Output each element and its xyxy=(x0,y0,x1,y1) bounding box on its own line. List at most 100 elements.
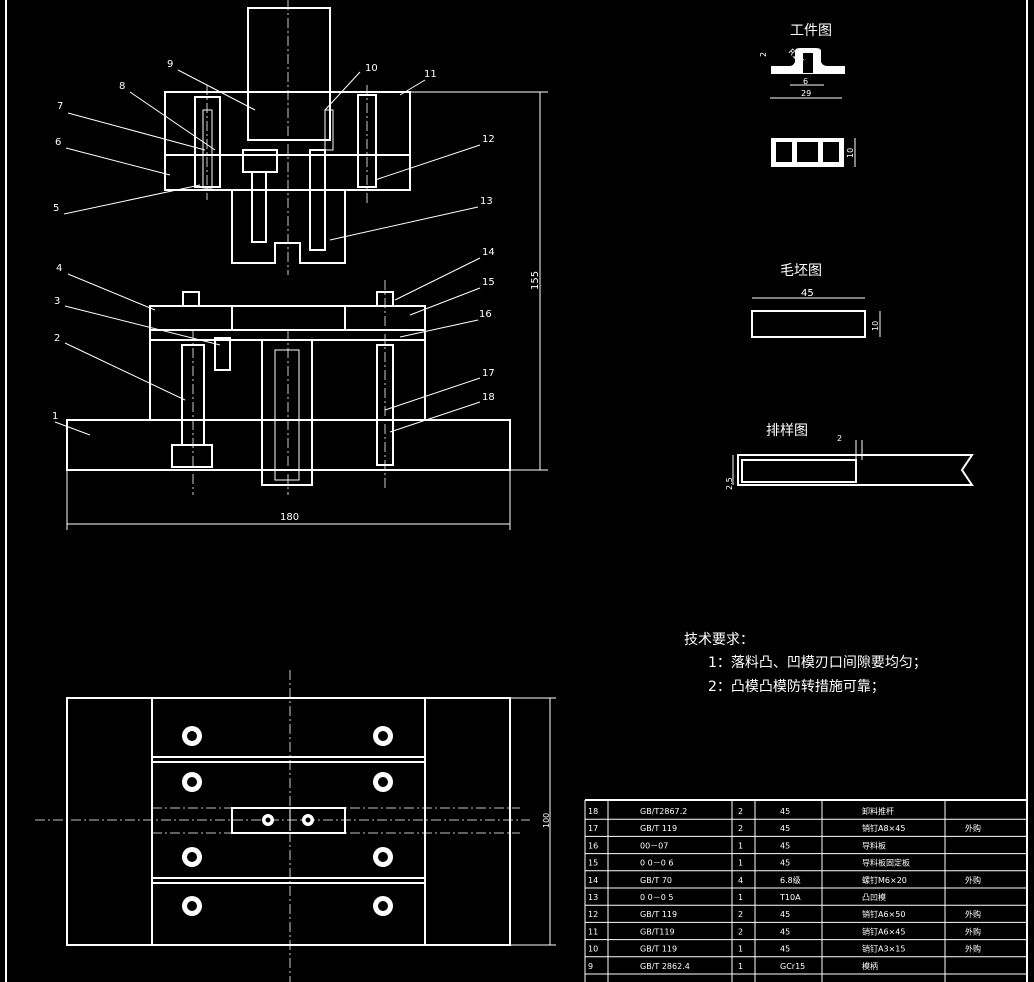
bom-cell-qty: 2 xyxy=(738,824,743,833)
bom-cell-name: 销钉A3×15 xyxy=(862,944,905,954)
punch-die-13 xyxy=(231,190,346,264)
part-number-6: 6 xyxy=(55,137,61,148)
tech-item-2: 2：凸模凸模防转措施可靠； xyxy=(708,679,885,695)
blank-dim-width: 10 xyxy=(871,321,880,331)
bom-cell-no: 14 xyxy=(588,876,598,885)
part-number-2: 2 xyxy=(54,333,60,344)
blank-title: 毛坯图 xyxy=(780,263,822,279)
bom-cell-name: 销钉A6×50 xyxy=(862,909,905,919)
bom-cell-qty: 2 xyxy=(738,910,743,919)
bom-cell-qty: 4 xyxy=(738,876,743,885)
part-number-1: 1 xyxy=(52,411,58,422)
part-numbers: 1 2 3 4 5 6 7 8 9 10 11 12 13 14 15 16 1… xyxy=(52,59,495,422)
bom-cell-note: 外购 xyxy=(965,823,981,833)
blank-view: 毛坯图 45 10 xyxy=(751,263,881,338)
bom-row: 9 GB/T 2862.4 1 GCr15 模柄 xyxy=(585,961,1027,975)
bom-cell-material: 45 xyxy=(780,807,790,816)
bom-cell-no: 11 xyxy=(588,927,598,936)
bom-cell-code: 00－07 xyxy=(640,841,668,850)
bom-cell-name: 模柄 xyxy=(862,961,878,971)
bom-cell-no: 18 xyxy=(588,807,598,816)
part-leaders xyxy=(54,69,481,436)
dim-height-155: 155 xyxy=(530,271,541,290)
bom-cell-qty: 1 xyxy=(738,962,743,971)
drawing-frame xyxy=(5,0,1028,982)
bom-cell-qty: 1 xyxy=(738,841,743,850)
bom-cell-material: T10A xyxy=(779,893,801,902)
bom-cell-code: 0 0－0 5 xyxy=(640,893,673,902)
bom-cell-note: 外购 xyxy=(965,875,981,885)
bom-cell-no: 9 xyxy=(588,962,593,971)
part-number-14: 14 xyxy=(482,247,495,258)
bom-cell-no: 15 xyxy=(588,859,598,868)
part-number-18: 18 xyxy=(482,392,495,403)
bom-cell-material: 45 xyxy=(780,859,790,868)
main-dimensions: 155 180 xyxy=(66,91,548,530)
workpiece-title: 工件图 xyxy=(790,23,832,39)
layout-title: 排样图 xyxy=(766,423,808,439)
die-shank xyxy=(247,7,331,141)
technical-requirements: 技术要求： 1：落料凸、凹模刃口间隙要均匀； 2：凸模凸模防转措施可靠； xyxy=(684,632,927,695)
plan-view: 100 xyxy=(35,670,556,982)
part-number-16: 16 xyxy=(479,309,492,320)
part-number-4: 4 xyxy=(56,263,62,274)
part-number-11: 11 xyxy=(424,69,437,80)
bom-cell-material: 45 xyxy=(780,927,790,936)
workpiece-view: 工件图 6 29 2 R1.5 10 xyxy=(759,23,856,167)
bom-cell-qty: 1 xyxy=(738,859,743,868)
part-number-10: 10 xyxy=(365,63,378,74)
part-number-9: 9 xyxy=(167,59,173,70)
bom-cell-name: 卸料推杆 xyxy=(862,806,894,816)
part-number-17: 17 xyxy=(482,368,495,379)
bom-cell-no: 10 xyxy=(588,945,598,954)
part-number-13: 13 xyxy=(480,196,493,207)
layout-dim-gap: 2 xyxy=(837,434,842,443)
die-block xyxy=(149,339,426,421)
dim-width-180: 180 xyxy=(280,512,299,523)
plan-dim-height: 100 xyxy=(542,813,551,828)
bom-cell-name: 导料板 xyxy=(862,840,886,850)
screw-7 xyxy=(194,96,221,188)
bom-cell-no: 16 xyxy=(588,841,598,850)
bom-cell-material: GCr15 xyxy=(780,962,805,971)
bom-cell-code: GB/T 70 xyxy=(640,876,672,885)
bom-cell-material: 45 xyxy=(780,945,790,954)
bom-cell-note: 外购 xyxy=(965,909,981,919)
bom-cell-note: 外购 xyxy=(965,944,981,954)
bom-row: 11 GB/T119 2 45 销钉A6×45 外购 xyxy=(585,926,1027,941)
bom-cell-code: GB/T 2862.4 xyxy=(640,962,690,971)
blank-dim-length: 45 xyxy=(801,288,814,299)
bom-row: 14 GB/T 70 4 6.8级 螺钉M6×20 外购 xyxy=(585,875,1027,889)
part-number-3: 3 xyxy=(54,296,60,307)
bom-cell-code: GB/T 119 xyxy=(640,910,677,919)
upper-plates xyxy=(164,91,411,191)
bom-cell-name: 销钉A6×45 xyxy=(862,926,905,936)
workpiece-dim-thickness: 2 xyxy=(759,52,768,57)
bom-cell-material: 6.8级 xyxy=(780,875,801,885)
bom-cell-name: 导料板固定板 xyxy=(862,858,910,868)
bom-cell-note: 外购 xyxy=(965,926,981,936)
part-number-5: 5 xyxy=(53,203,59,214)
bom-cell-name: 螺钉M6×20 xyxy=(862,875,907,885)
bom-cell-qty: 2 xyxy=(738,927,743,936)
bom-cell-no: 13 xyxy=(588,893,598,902)
bom-cell-qty: 2 xyxy=(738,807,743,816)
bom-cell-code: GB/T 119 xyxy=(640,824,677,833)
part-number-8: 8 xyxy=(119,81,125,92)
bom-cell-code: GB/T119 xyxy=(640,927,675,936)
workpiece-dim-depth: 10 xyxy=(846,148,855,158)
bom-cell-no: 17 xyxy=(588,824,598,833)
layout-dim-edge: 2.5 xyxy=(725,477,734,490)
workpiece-dim-inner: 6 xyxy=(803,77,808,86)
bom-cell-name: 凸凹模 xyxy=(862,892,886,902)
stripper-plate xyxy=(149,305,426,331)
bom-cell-name: 销钉A8×45 xyxy=(862,823,905,833)
